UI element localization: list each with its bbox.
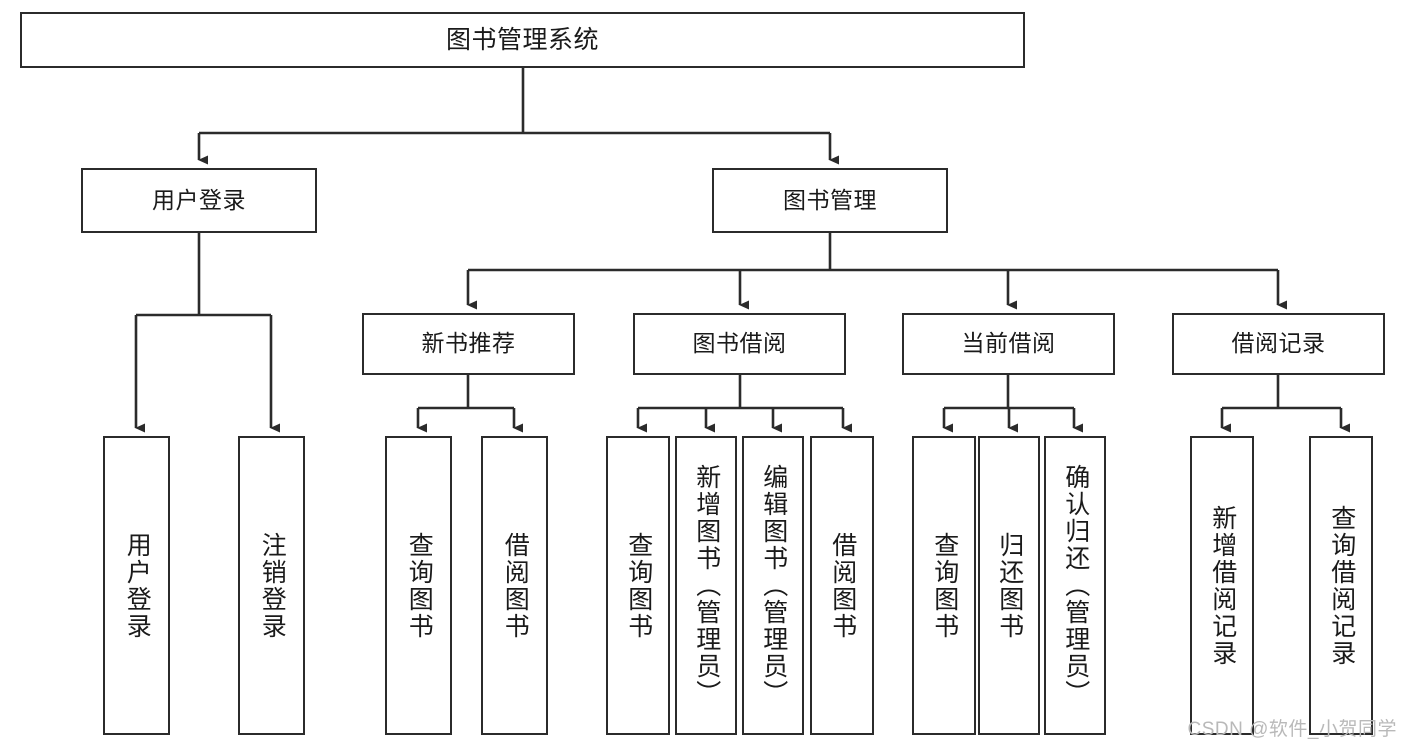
- node-label: 确认归还（管理员）: [1061, 464, 1090, 707]
- leaf-user-logout[interactable]: 注销登录: [238, 436, 305, 735]
- node-label: 查询借阅记录: [1327, 504, 1356, 667]
- node-new-book-recommend[interactable]: 新书推荐: [362, 313, 575, 375]
- node-label: 查询图书: [930, 531, 959, 640]
- node-label: 查询图书: [405, 531, 434, 640]
- node-label: 借阅图书: [828, 531, 857, 640]
- node-borrow-records[interactable]: 借阅记录: [1172, 313, 1385, 375]
- node-label: 用户登录: [152, 186, 246, 213]
- node-label: 借阅图书: [501, 531, 530, 640]
- node-label: 借阅记录: [1231, 330, 1326, 357]
- leaf-user-login[interactable]: 用户登录: [103, 436, 170, 735]
- node-current-borrow[interactable]: 当前借阅: [902, 313, 1115, 375]
- node-label: 新增借阅记录: [1208, 504, 1237, 667]
- leaf-current-return-book[interactable]: 归还图书: [978, 436, 1040, 735]
- leaf-borrow-borrow-book[interactable]: 借阅图书: [810, 436, 874, 735]
- node-book-borrow[interactable]: 图书借阅: [633, 313, 846, 375]
- leaf-newbook-borrow-book[interactable]: 借阅图书: [481, 436, 548, 735]
- leaf-current-confirm-return-admin[interactable]: 确认归还（管理员）: [1044, 436, 1106, 735]
- node-book-management[interactable]: 图书管理: [712, 168, 948, 233]
- node-label: 图书借阅: [692, 330, 787, 357]
- node-label: 查询图书: [624, 531, 653, 640]
- node-label: 注销登录: [258, 531, 287, 640]
- leaf-borrow-query-book[interactable]: 查询图书: [606, 436, 670, 735]
- node-label: 用户登录: [123, 531, 152, 640]
- csdn-watermark: CSDN @软件_小贺同学: [1187, 719, 1397, 740]
- leaf-current-query-book[interactable]: 查询图书: [912, 436, 976, 735]
- leaf-newbook-query-book[interactable]: 查询图书: [385, 436, 452, 735]
- leaf-borrow-add-book-admin[interactable]: 新增图书（管理员）: [675, 436, 737, 735]
- node-label: 归还图书: [995, 531, 1024, 640]
- leaf-records-add-record[interactable]: 新增借阅记录: [1190, 436, 1254, 735]
- node-label: 图书管理: [783, 186, 877, 213]
- node-label: 图书管理系统: [445, 26, 599, 54]
- node-user-login[interactable]: 用户登录: [81, 168, 317, 233]
- leaf-records-query-record[interactable]: 查询借阅记录: [1309, 436, 1373, 735]
- node-root-system[interactable]: 图书管理系统: [20, 12, 1025, 68]
- node-label: 新书推荐: [421, 330, 516, 357]
- node-label: 当前借阅: [961, 330, 1056, 357]
- node-label: 新增图书（管理员）: [692, 464, 721, 707]
- node-label: 编辑图书（管理员）: [759, 464, 788, 707]
- leaf-borrow-edit-book-admin[interactable]: 编辑图书（管理员）: [742, 436, 804, 735]
